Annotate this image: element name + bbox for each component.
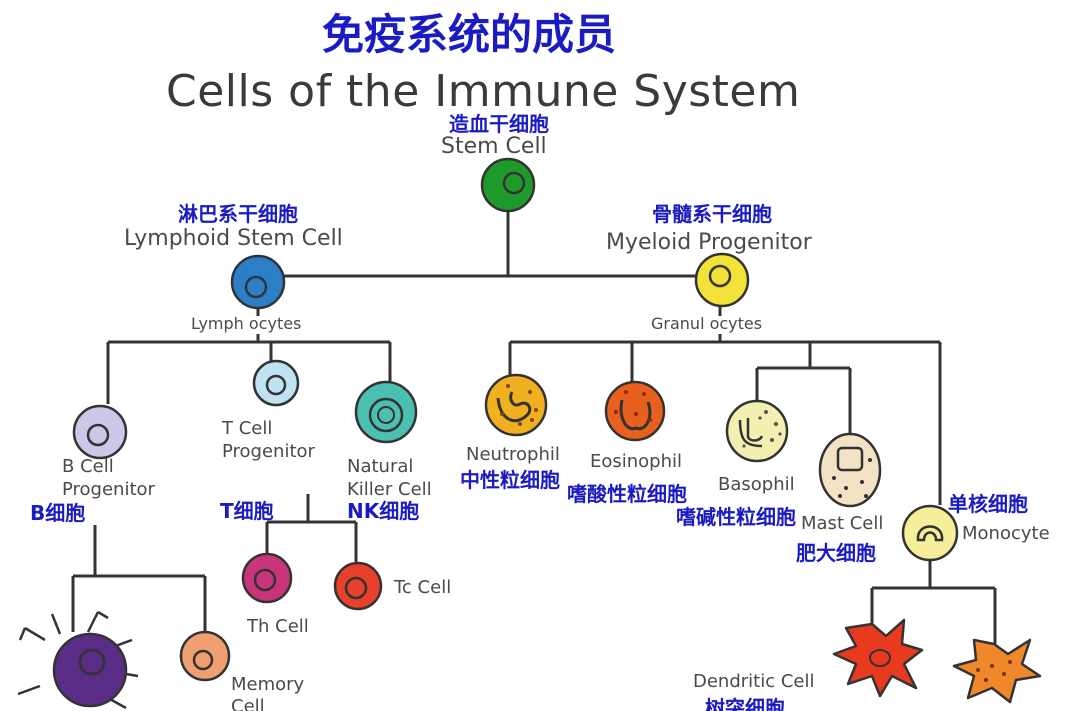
th-cell-icon (241, 552, 293, 604)
myeloid-progenitor-icon (694, 252, 750, 308)
t-cell-label-zh: T细胞 (220, 499, 274, 523)
plasma-cell-icon (17, 610, 139, 710)
stem-cell-label-en: Stem Cell (441, 134, 547, 159)
basophil-label-zh: 嗜碱性粒细胞 (676, 505, 796, 529)
title-chinese: 免疫系统的成员 (322, 10, 617, 59)
eosinophil-label-zh: 嗜酸性粒细胞 (567, 482, 687, 506)
mast-cell-label-zh: 肥大细胞 (796, 541, 876, 565)
memory-cell-icon (179, 630, 231, 682)
th-cell-label: Th Cell (247, 616, 309, 637)
myeloid-label-en: Myeloid Progenitor (606, 230, 812, 255)
tc-cell-icon (333, 561, 383, 611)
dendritic-cell-2-icon (952, 638, 1042, 704)
memory-cell-label-line1: Memory (231, 674, 305, 695)
monocyte-label-zh: 单核细胞 (948, 492, 1028, 516)
lymphoid-label-en: Lymphoid Stem Cell (124, 226, 343, 251)
lymphoid-stem-cell-icon (230, 254, 286, 310)
b-cell-label-line2: Progenitor (62, 479, 155, 500)
basophil-label-en: Basophil (718, 474, 795, 495)
neutrophil-icon (484, 373, 548, 437)
memory-cell-label-line2: Cell (231, 696, 265, 711)
t-cell-label-line1: T Cell (222, 418, 273, 439)
b-cell-label-zh: B细胞 (30, 501, 86, 525)
mast-cell-icon (818, 432, 882, 508)
lymphocytes-label: Lymph ocytes (191, 314, 302, 333)
eosinophil-label-en: Eosinophil (590, 451, 683, 472)
basophil-icon (725, 399, 789, 463)
b-cell-progenitor-icon (72, 404, 128, 460)
dendritic-cell-1-icon (832, 618, 924, 698)
lymphoid-label-zh: 淋巴系干细胞 (178, 202, 298, 226)
b-cell-label-line1: B Cell (62, 456, 114, 477)
monocyte-label-en: Monocyte (962, 523, 1050, 544)
mast-cell-label-en: Mast Cell (801, 513, 884, 534)
myeloid-label-zh: 骨髓系干细胞 (652, 202, 772, 226)
neutrophil-label-zh: 中性粒细胞 (460, 468, 560, 492)
eosinophil-icon (604, 380, 666, 442)
nk-cell-icon (354, 380, 418, 444)
tc-cell-label: Tc Cell (394, 577, 452, 598)
dendritic-cell-label-zh: 树突细胞 (705, 696, 785, 711)
t-cell-progenitor-icon (252, 359, 300, 407)
nk-label-zh: NK细胞 (347, 499, 420, 523)
dendritic-cell-label-en: Dendritic Cell (693, 671, 815, 692)
title-english: Cells of the Immune System (166, 66, 801, 117)
granulocytes-label: Granul ocytes (651, 314, 763, 333)
nk-label-line1: Natural (347, 456, 414, 477)
stem-cell-label-zh: 造血干细胞 (449, 112, 549, 136)
connector-lines (71, 205, 997, 645)
stem-cell-icon (480, 157, 536, 213)
monocyte-icon (901, 504, 959, 562)
neutrophil-label-en: Neutrophil (466, 444, 560, 465)
nk-label-line2: Killer Cell (347, 479, 432, 500)
t-cell-label-line2: Progenitor (222, 441, 315, 462)
